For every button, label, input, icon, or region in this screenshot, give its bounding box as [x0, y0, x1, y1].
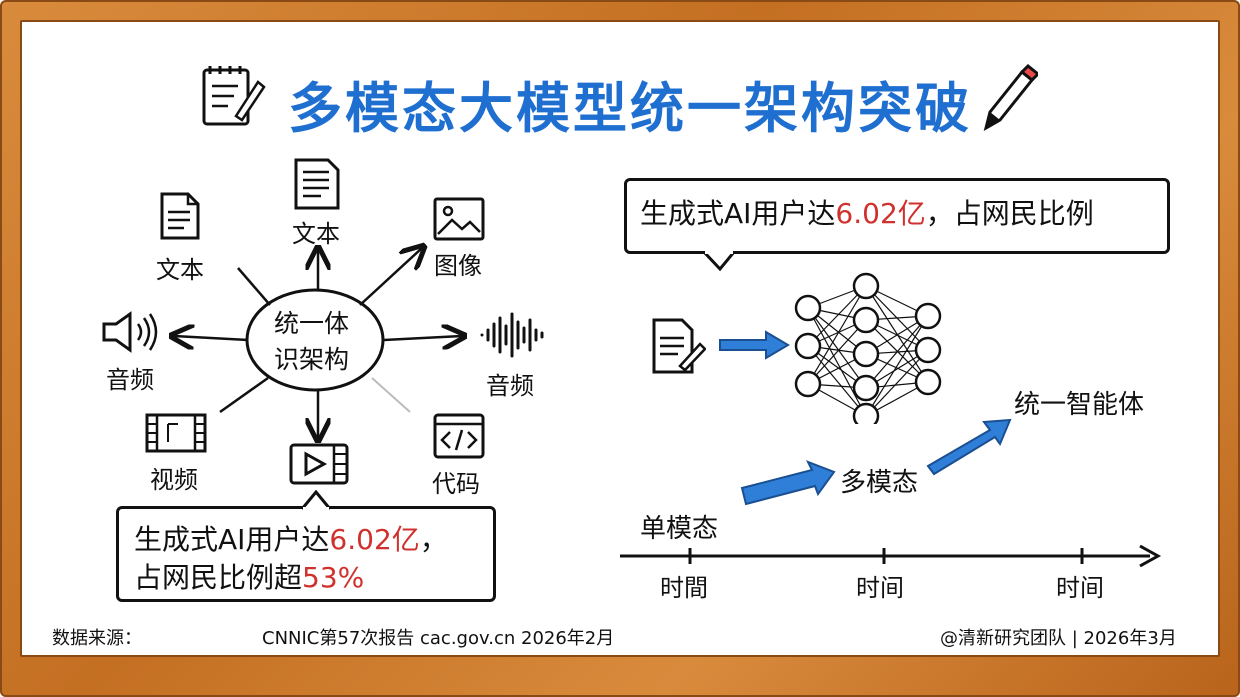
network-connection [807, 307, 867, 417]
label-video: 视频 [150, 466, 198, 494]
network-node [852, 306, 880, 334]
source-text: CNNIC第57次报告 cac.gov.cn 2026年2月 [262, 628, 615, 649]
network-connection [807, 319, 867, 385]
label-text-top: 文本 [292, 220, 340, 248]
page-title: 多模态大模型统一架构突破 [288, 77, 972, 140]
spoke-text-left [237, 267, 271, 306]
network-node [852, 272, 880, 300]
file-icon [160, 192, 200, 240]
network-node [794, 332, 822, 360]
source-label: 数据来源： [52, 628, 142, 649]
network-node [914, 336, 942, 364]
network-node [794, 294, 822, 322]
pencil-icon [983, 64, 1038, 132]
network-node [852, 402, 880, 424]
bubble-pointer-right [702, 250, 736, 272]
neural-network-icon [794, 272, 942, 424]
speaker-icon [102, 311, 158, 353]
network-connection [865, 349, 929, 417]
stage-unimodal: 单模态 [640, 514, 719, 544]
stats-bubble-left [116, 506, 496, 602]
network-node [914, 368, 942, 396]
film-icon [145, 413, 207, 453]
bubble-right-text: 生成式AI用户达6.02亿，占网民比例 [640, 197, 1094, 230]
network-node [852, 374, 880, 402]
arrow-stage1-to-2 [740, 460, 836, 506]
hub-label-line2: 识架构 [274, 345, 350, 374]
network-connection [807, 285, 867, 347]
stage-multimodal: 多模态 [840, 468, 919, 498]
tick-label-1: 时間 [660, 574, 708, 602]
network-connection [807, 345, 867, 417]
progress-timeline [620, 418, 1162, 568]
bubble-left-line2: 占网民比例超53% [134, 561, 365, 594]
waveform-icon [480, 312, 544, 358]
network-connection [865, 315, 929, 417]
blue-arrow-to-network [719, 330, 790, 360]
spoke-video-left [219, 376, 269, 414]
code-icon [433, 413, 485, 459]
label-code: 代码 [432, 470, 480, 498]
spoke-image [359, 248, 422, 306]
spoke-code [371, 377, 411, 413]
label-audio-left: 音频 [106, 366, 154, 394]
stats-bubble-right [624, 178, 1170, 254]
credit-text: @清新研究团队 | 2026年3月 [940, 628, 1177, 649]
network-node [914, 302, 942, 330]
arrow-stage2-to-3 [926, 418, 1012, 476]
document-pen-icon [652, 318, 706, 374]
stage-unified-agent: 统一智能体 [1014, 390, 1145, 420]
network-node [852, 340, 880, 368]
hub-label-line1: 统一体 [274, 309, 350, 338]
network-connection [807, 285, 867, 385]
network-connection [865, 285, 929, 383]
network-node [794, 370, 822, 398]
notepad-pencil-icon [202, 66, 266, 126]
timeline-arrowhead [1139, 544, 1162, 568]
label-audio-right: 音频 [486, 372, 534, 400]
network-connection [865, 315, 929, 389]
tick-label-2: 时间 [856, 574, 904, 602]
video-play-icon [289, 443, 349, 485]
document-icon [294, 158, 340, 210]
spoke-audio-right [383, 336, 462, 340]
tick-label-3: 时间 [1056, 574, 1104, 602]
hub-diagram [90, 140, 560, 500]
network-connection [865, 319, 929, 383]
spoke-audio-left [174, 336, 249, 340]
image-icon [433, 197, 485, 241]
label-text-left: 文本 [156, 256, 204, 284]
network-connection [807, 307, 867, 389]
bubble-pointer-left [300, 490, 332, 510]
label-image: 图像 [434, 252, 482, 280]
bubble-left-line1: 生成式AI用户达6.02亿， [134, 523, 448, 556]
